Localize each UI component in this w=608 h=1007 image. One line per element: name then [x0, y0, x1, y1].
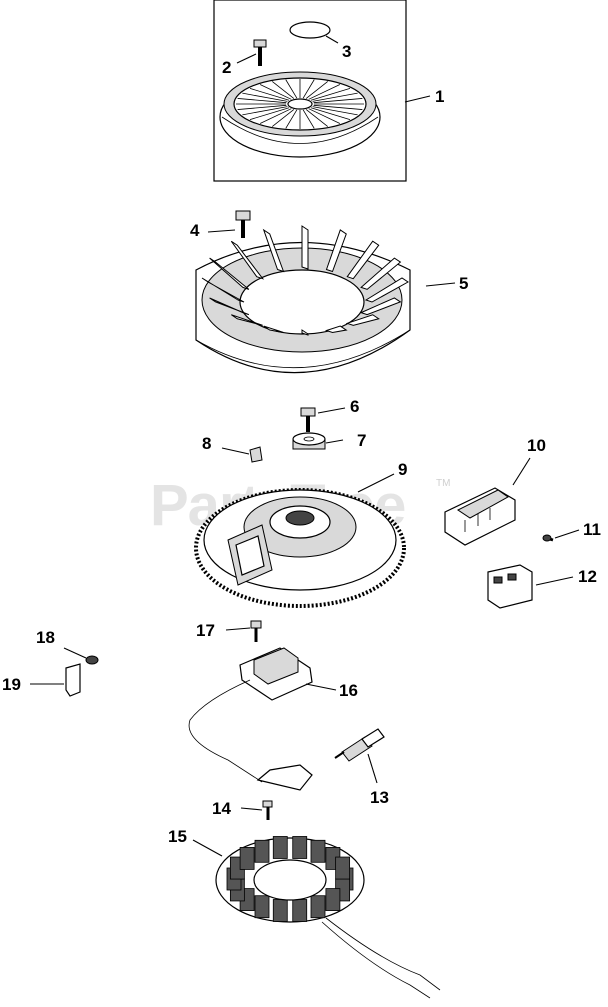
callout-17: 17	[196, 621, 215, 640]
part-13-spark-plug[interactable]	[334, 728, 385, 762]
part-17-screw[interactable]	[250, 620, 262, 642]
callout-18: 18	[36, 628, 55, 647]
part-18-nut[interactable]	[85, 655, 99, 665]
part-5-fan[interactable]	[195, 225, 411, 374]
callout-3: 3	[342, 42, 351, 61]
callout-9: 9	[398, 460, 407, 479]
callout-13: 13	[370, 788, 389, 807]
part-11-screw[interactable]	[542, 534, 554, 542]
part-7-washer[interactable]	[292, 432, 326, 450]
callout-15: 15	[168, 827, 187, 846]
part-6-bolt[interactable]	[300, 407, 316, 432]
leader-lines	[30, 35, 580, 857]
callout-1: 1	[435, 87, 444, 106]
callout-2: 2	[222, 58, 231, 77]
callout-12: 12	[578, 567, 597, 586]
part-1-box	[213, 0, 407, 182]
part-16-ignition-module[interactable]	[188, 647, 313, 791]
part-10-rectifier[interactable]	[444, 487, 516, 546]
callout-8: 8	[202, 434, 211, 453]
callout-19: 19	[2, 675, 21, 694]
callout-7: 7	[357, 431, 366, 450]
callout-4: 4	[190, 221, 200, 240]
part-8-key[interactable]	[249, 446, 263, 463]
part-1-grass-screen[interactable]	[213, 0, 407, 182]
callout-6: 6	[350, 397, 359, 416]
part-14-screw[interactable]	[262, 800, 273, 820]
callout-10: 10	[527, 436, 546, 455]
part-12-connector[interactable]	[487, 564, 533, 609]
callout-14: 14	[212, 799, 231, 818]
part-15-stator[interactable]	[215, 836, 441, 999]
callout-16: 16	[339, 681, 358, 700]
callout-11: 11	[583, 520, 601, 539]
part-3-cap[interactable]	[289, 21, 331, 39]
callout-labels: 1 2 3 4 5 6 7 8 9 10 11 12 13 14 15 16 1…	[2, 42, 601, 846]
part-2-screw[interactable]	[253, 39, 267, 66]
part-19-clip[interactable]	[65, 663, 81, 697]
part-4-bolt[interactable]	[235, 210, 251, 238]
callout-5: 5	[459, 274, 468, 293]
watermark-tm: TM	[436, 478, 450, 489]
part-9-flywheel[interactable]	[194, 488, 406, 608]
